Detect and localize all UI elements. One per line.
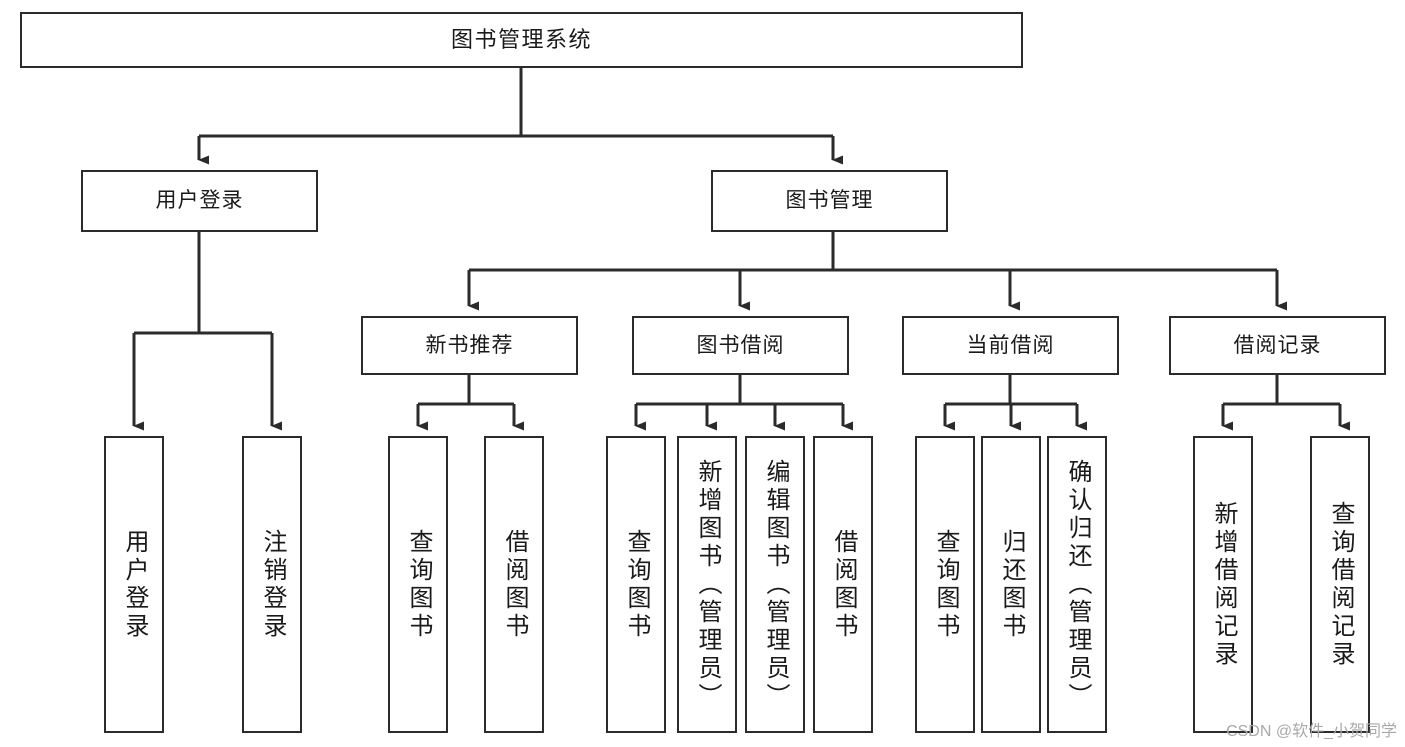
node-label: 新增借阅记录 [1210, 500, 1237, 669]
node-label: 查询图书 [623, 528, 650, 641]
node-label: 用户登录 [121, 528, 148, 641]
node-label: 归还图书 [998, 528, 1025, 641]
node-label: 借阅图书 [501, 528, 528, 641]
node-label: 用户登录 [155, 189, 244, 213]
node-label: 新增图书（管理员） [694, 458, 721, 711]
node-label: 图书管理系统 [450, 26, 592, 52]
node-leaf-edit-book[interactable]: 编辑图书（管理员） [745, 436, 805, 733]
node-label: 查询图书 [405, 528, 432, 641]
node-user-login[interactable]: 用户登录 [81, 170, 318, 232]
node-book-manage[interactable]: 图书管理 [711, 170, 948, 232]
node-leaf-query-record[interactable]: 查询借阅记录 [1310, 436, 1370, 733]
node-label: 借阅记录 [1233, 333, 1322, 357]
node-label: 查询借阅记录 [1327, 500, 1354, 669]
node-label: 编辑图书（管理员） [762, 458, 789, 711]
node-label: 图书借阅 [696, 333, 785, 357]
node-label: 注销登录 [259, 528, 286, 641]
node-new-book-recommend[interactable]: 新书推荐 [361, 316, 578, 375]
watermark: CSDN @软件_小贺同学 [1226, 723, 1397, 740]
node-root-system[interactable]: 图书管理系统 [20, 12, 1023, 68]
node-leaf-query-book-1[interactable]: 查询图书 [388, 436, 448, 733]
node-leaf-query-book-3[interactable]: 查询图书 [915, 436, 975, 733]
node-current-borrow[interactable]: 当前借阅 [902, 316, 1119, 375]
node-leaf-add-book[interactable]: 新增图书（管理员） [677, 436, 737, 733]
node-leaf-query-book-2[interactable]: 查询图书 [606, 436, 666, 733]
node-leaf-add-record[interactable]: 新增借阅记录 [1193, 436, 1253, 733]
node-label: 确认归还（管理员） [1064, 458, 1091, 711]
node-label: 当前借阅 [966, 333, 1055, 357]
node-leaf-confirm-return[interactable]: 确认归还（管理员） [1047, 436, 1107, 733]
node-label: 新书推荐 [425, 333, 514, 357]
node-label: 查询图书 [932, 528, 959, 641]
node-leaf-borrow-book-1[interactable]: 借阅图书 [484, 436, 544, 733]
node-label: 借阅图书 [830, 528, 857, 641]
node-leaf-return-book[interactable]: 归还图书 [981, 436, 1041, 733]
node-book-borrow[interactable]: 图书借阅 [632, 316, 849, 375]
node-label: 图书管理 [785, 189, 874, 213]
node-borrow-record[interactable]: 借阅记录 [1169, 316, 1386, 375]
node-leaf-borrow-book-2[interactable]: 借阅图书 [813, 436, 873, 733]
node-leaf-logout-login[interactable]: 注销登录 [242, 436, 302, 733]
node-leaf-user-login[interactable]: 用户登录 [104, 436, 164, 733]
